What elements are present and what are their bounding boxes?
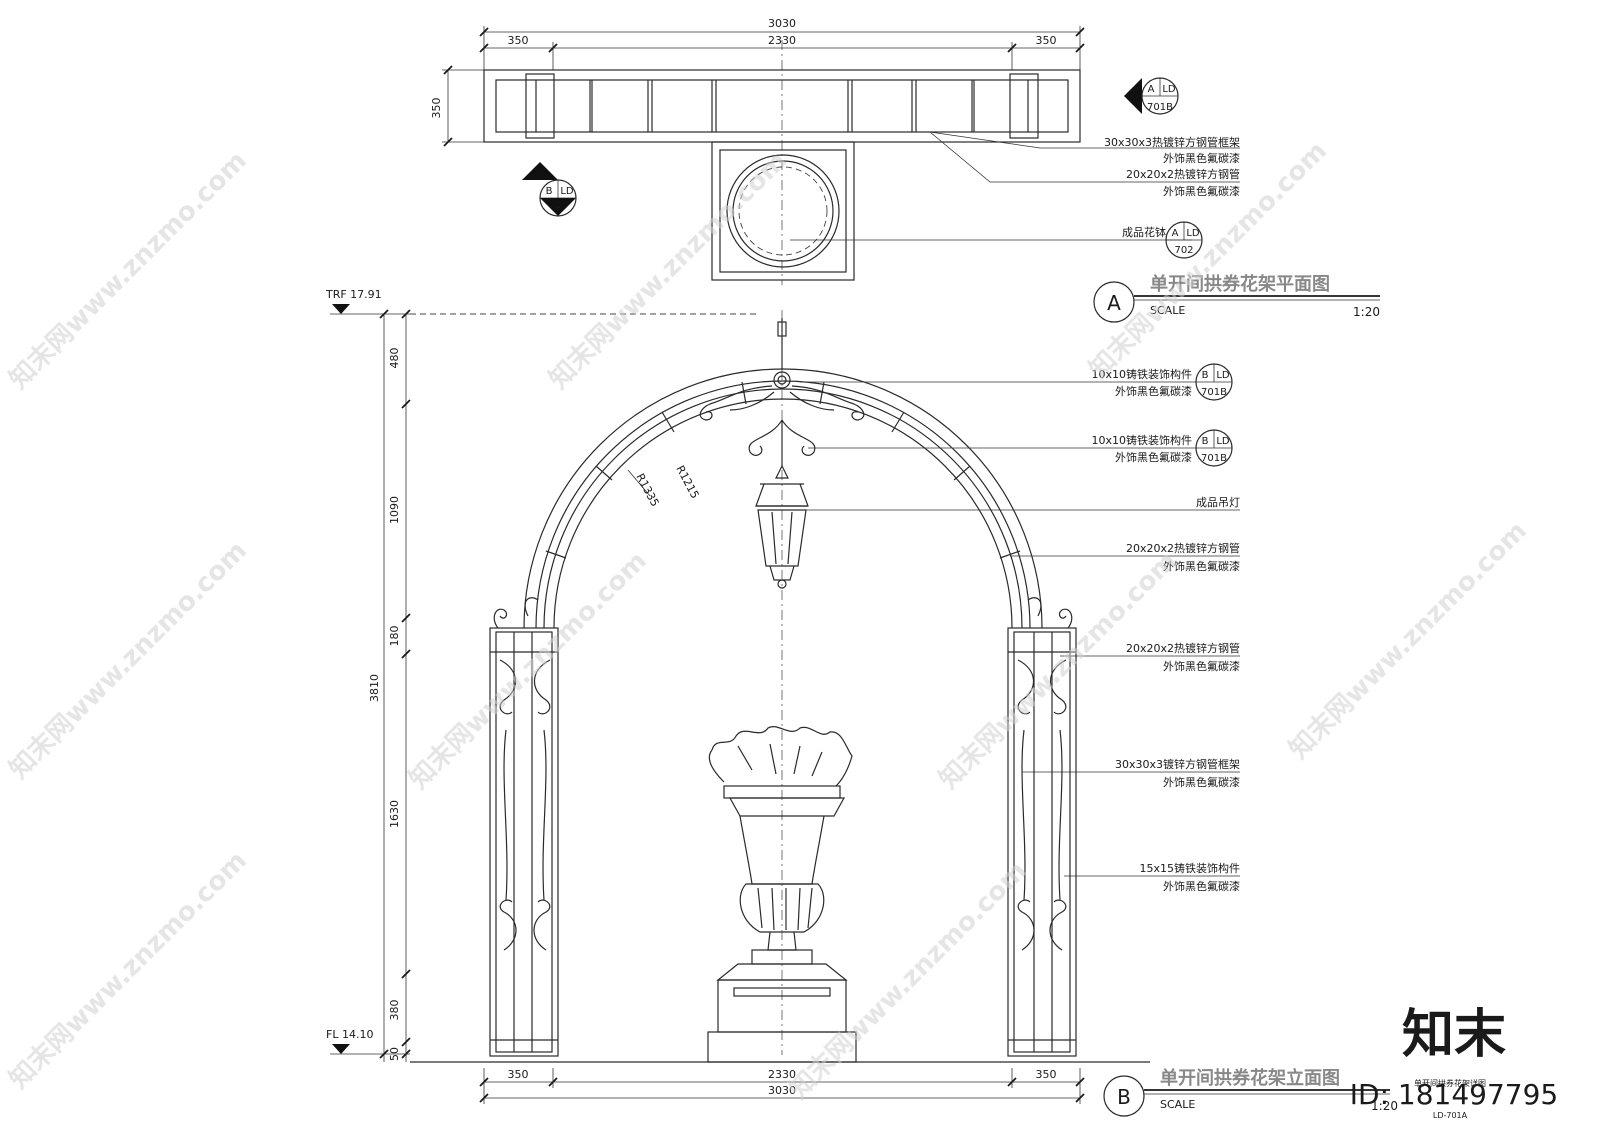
svg-text:知末网www.znzmo.com: 知末网www.znzmo.com bbox=[4, 846, 253, 1095]
left-pillar bbox=[489, 597, 559, 1057]
svg-text:701B: 701B bbox=[1147, 102, 1173, 113]
elev-dim-left: 350 bbox=[508, 1068, 529, 1081]
elev-note-7-line2: 外饰黑色氟碳漆 bbox=[1163, 879, 1240, 893]
elev-note-6-line2: 外饰黑色氟碳漆 bbox=[1163, 775, 1240, 789]
plan-dim-side: 350 bbox=[430, 98, 443, 119]
elevation-title-circle: B bbox=[1117, 1085, 1131, 1109]
arch-frame bbox=[523, 368, 1043, 629]
brand-id: ID: 181497795 bbox=[1350, 1078, 1558, 1111]
elev-note-3: 成品吊灯 bbox=[1196, 496, 1240, 509]
arch-radii: R1335 R1215 bbox=[627, 463, 702, 509]
svg-text:A: A bbox=[1148, 84, 1155, 95]
dim-total-height: 3810 bbox=[368, 674, 381, 702]
svg-text:知末网www.znzmo.com: 知末网www.znzmo.com bbox=[4, 146, 253, 395]
elev-dim-middle: 2330 bbox=[768, 1068, 796, 1081]
svg-text:A: A bbox=[1172, 228, 1179, 239]
svg-text:702: 702 bbox=[1174, 245, 1193, 256]
plan-title-text: 单开间拱券花架平面图 bbox=[1150, 273, 1330, 295]
plan-dimensions-top: 3030 350 2330 350 bbox=[479, 17, 1085, 70]
plan-section-tag-right: A LD 701B bbox=[1124, 77, 1179, 115]
pendant-lamp bbox=[755, 464, 809, 589]
plan-section-tag-left: B LD – bbox=[522, 162, 577, 217]
elev-note-2-line1: 10x10铸铁装饰构件 bbox=[1091, 433, 1192, 447]
elev-dim-right: 350 bbox=[1036, 1068, 1057, 1081]
svg-text:知末网www.znzmo.com: 知末网www.znzmo.com bbox=[544, 146, 793, 395]
elev-note-7-line1: 15x15铸铁装饰构件 bbox=[1139, 861, 1240, 875]
radius-outer: R1335 bbox=[633, 471, 661, 509]
plan-scale-label: SCALE bbox=[1150, 304, 1185, 317]
plan-note-2-line1: 20x20x2热镀锌方钢管 bbox=[1126, 167, 1240, 181]
elev-dim-total: 3030 bbox=[768, 1084, 796, 1097]
sheet-number: LD-701A bbox=[1433, 1111, 1468, 1120]
brand-logo: 知末 bbox=[1402, 1005, 1506, 1065]
dim-480: 480 bbox=[388, 348, 401, 369]
plan-view: 3030 350 2330 350 350 bbox=[430, 17, 1380, 1055]
plan-dim-total: 3030 bbox=[768, 17, 796, 30]
dim-50: 50 bbox=[388, 1047, 401, 1061]
svg-text:LD: LD bbox=[1216, 370, 1230, 381]
sheet-title: 单开间拱券花架详图 bbox=[1414, 1078, 1486, 1088]
level-top: TRF 17.91 bbox=[325, 288, 382, 301]
plan-scale: 1:20 bbox=[1353, 305, 1380, 319]
svg-text:LD: LD bbox=[560, 186, 574, 197]
elev-note-5-line2: 外饰黑色氟碳漆 bbox=[1163, 659, 1240, 673]
plan-title-circle: A bbox=[1107, 291, 1121, 315]
plan-flower-pot bbox=[711, 141, 855, 281]
elev-note-1-line2: 外饰黑色氟碳漆 bbox=[1115, 384, 1192, 398]
elevation-notes: 10x10铸铁装饰构件 外饰黑色氟碳漆 B LD 701B 10x10铸铁装饰构… bbox=[784, 363, 1240, 893]
plan-note-1-line1: 30x30x3热镀锌方钢管框架 bbox=[1104, 135, 1240, 149]
plan-note-2-line2: 外饰黑色氟碳漆 bbox=[1163, 184, 1240, 198]
dim-380: 380 bbox=[388, 1000, 401, 1021]
plan-notes: 30x30x3热镀锌方钢管框架 外饰黑色氟碳漆 20x20x2热镀锌方钢管 外饰… bbox=[790, 131, 1240, 259]
plan-dim-middle: 2330 bbox=[768, 34, 796, 47]
level-bottom: FL 14.10 bbox=[326, 1028, 373, 1041]
elev-note-4-line1: 20x20x2热镀锌方钢管 bbox=[1126, 541, 1240, 555]
elevation-scale-label: SCALE bbox=[1160, 1098, 1195, 1111]
svg-text:B: B bbox=[1202, 436, 1209, 447]
svg-text:701B: 701B bbox=[1201, 453, 1227, 464]
svg-text:知末网www.znzmo.com: 知末网www.znzmo.com bbox=[4, 536, 253, 785]
elev-note-1-line1: 10x10铸铁装饰构件 bbox=[1091, 367, 1192, 381]
svg-text:LD: LD bbox=[1186, 228, 1200, 239]
elevation-title: B 单开间拱券花架立面图 SCALE 1:20 单开间拱券花架详图 LD-701… bbox=[1103, 1067, 1486, 1120]
elevation-scale: 1:20 bbox=[1371, 1099, 1398, 1113]
elevation-dimensions-bottom: 350 2330 350 3030 bbox=[479, 1068, 1085, 1104]
plan-dim-right: 350 bbox=[1036, 34, 1057, 47]
elevation-title-text: 单开间拱券花架立面图 bbox=[1160, 1067, 1340, 1089]
plan-note-1-line2: 外饰黑色氟碳漆 bbox=[1163, 151, 1240, 165]
elev-note-6-line1: 30x30x3镀锌方钢管框架 bbox=[1115, 757, 1240, 771]
svg-text:B: B bbox=[1202, 370, 1209, 381]
right-pillar bbox=[1007, 597, 1077, 1057]
plan-dim-left: 350 bbox=[508, 34, 529, 47]
brand: 知末 ID: 181497795 bbox=[1350, 1005, 1558, 1111]
elevation-dimensions-left: 480 1090 180 1630 380 50 3810 bbox=[368, 309, 411, 1062]
plan-title: A 单开间拱券花架平面图 SCALE 1:20 bbox=[1093, 273, 1380, 323]
svg-text:LD: LD bbox=[1216, 436, 1230, 447]
svg-text:知末网www.znzmo.com: 知末网www.znzmo.com bbox=[1284, 516, 1533, 765]
svg-text:B: B bbox=[546, 186, 553, 197]
plan-flower-label: 成品花钵 bbox=[1122, 225, 1166, 239]
top-ornament bbox=[699, 318, 865, 466]
dim-180: 180 bbox=[388, 626, 401, 647]
plan-dimension-side: 350 bbox=[430, 65, 484, 147]
elev-note-4-line2: 外饰黑色氟碳漆 bbox=[1163, 559, 1240, 573]
dim-1630: 1630 bbox=[388, 800, 401, 828]
elev-note-2-line2: 外饰黑色氟碳漆 bbox=[1115, 450, 1192, 464]
radius-inner: R1215 bbox=[673, 463, 701, 501]
svg-text:–: – bbox=[556, 202, 561, 213]
svg-text:LD: LD bbox=[1162, 84, 1176, 95]
level-markers: TRF 17.91 FL 14.10 bbox=[325, 288, 760, 1055]
elev-note-5-line1: 20x20x2热镀锌方钢管 bbox=[1126, 641, 1240, 655]
svg-text:701B: 701B bbox=[1201, 387, 1227, 398]
dim-1090: 1090 bbox=[388, 496, 401, 524]
flower-urn bbox=[707, 726, 857, 1063]
